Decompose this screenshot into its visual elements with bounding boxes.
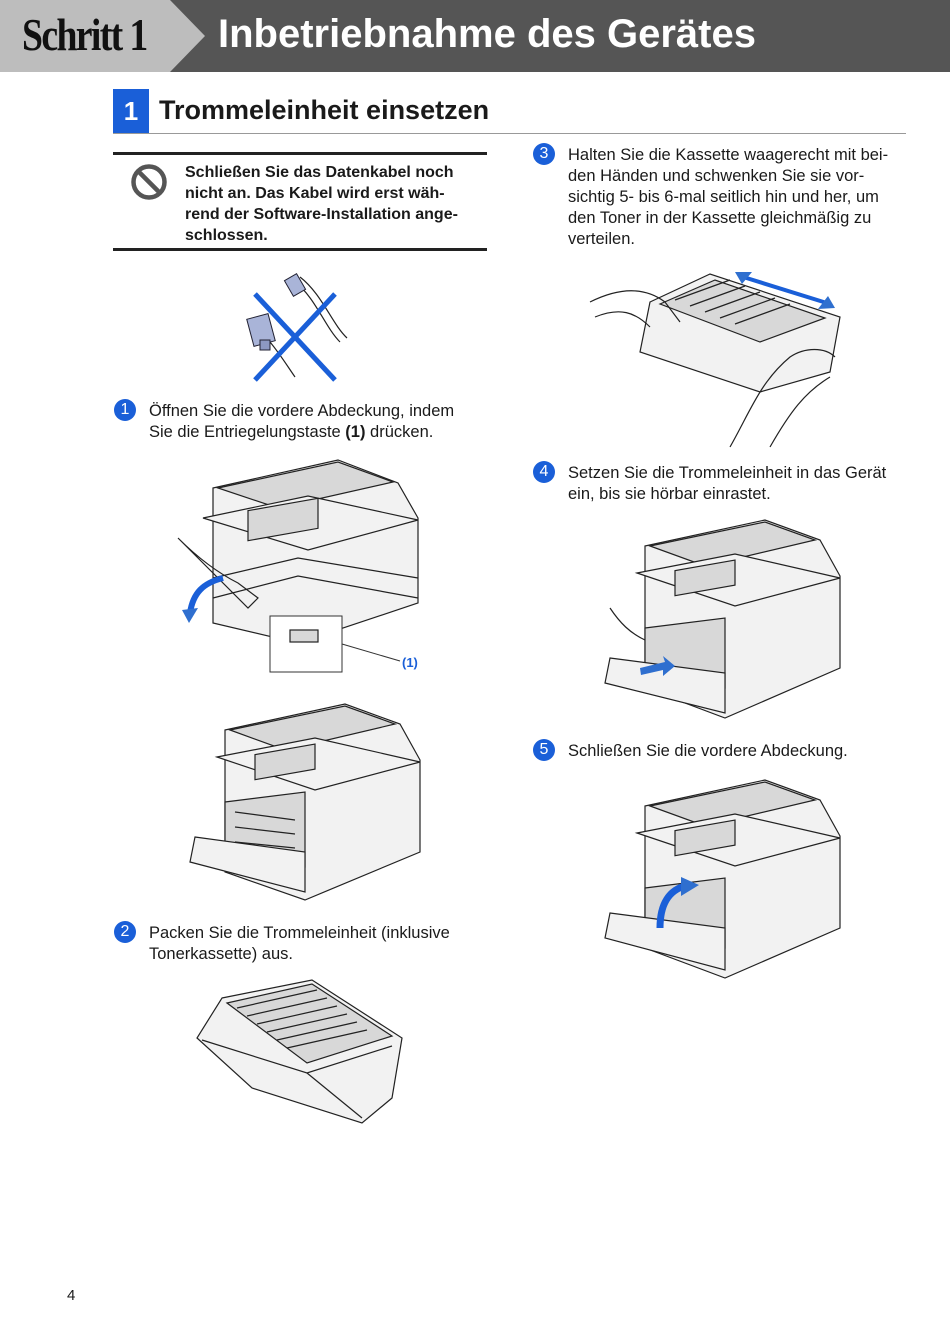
- page-title: Inbetriebnahme des Gerätes: [218, 12, 756, 56]
- prohibited-icon: [131, 164, 167, 200]
- page-number: 4: [67, 1287, 76, 1304]
- step-5-line: Schließen Sie die vordere Abdeckung.: [568, 742, 848, 760]
- step-3-text: Halten Sie die Kassette waagerecht mit b…: [568, 145, 888, 250]
- step-bullet-4: 4: [533, 461, 555, 483]
- step-3-line: verteilen.: [568, 230, 635, 248]
- warning-line: nicht an. Das Kabel wird erst wäh-: [185, 185, 445, 202]
- section-number: 1: [113, 89, 149, 133]
- step-label: Schritt 1: [22, 9, 148, 60]
- step-bullet-1: 1: [114, 399, 136, 421]
- warning-line: schlossen.: [185, 227, 268, 244]
- step-4-text: Setzen Sie die Trommeleinheit in das Ger…: [568, 463, 886, 505]
- warning-line: rend der Software-Installation ange-: [185, 206, 458, 223]
- printer-open-cover-illustration: [177, 459, 419, 673]
- step-bullet-2: 2: [114, 921, 136, 943]
- close-cover-illustration: [604, 779, 841, 979]
- printer-front-open-illustration: [189, 703, 421, 901]
- step-2-line: Packen Sie die Trommeleinheit (inklusive: [149, 924, 450, 942]
- step-1-line: Öffnen Sie die vordere Abdeckung, indem: [149, 402, 455, 420]
- step-3-line: den Toner in der Kassette gleichmäßig zu: [568, 209, 872, 227]
- step-4-line: Setzen Sie die Trommeleinheit in das Ger…: [568, 464, 887, 482]
- warning-line: Schließen Sie das Datenkabel noch: [185, 164, 454, 181]
- step-5-text: Schließen Sie die vordere Abdeckung.: [568, 741, 848, 762]
- warning-bottom-rule: [113, 248, 487, 251]
- step-1-line: Sie die Entriegelungstaste (1) drücken.: [149, 423, 434, 441]
- step-1-text: Öffnen Sie die vordere Abdeckung, indem …: [149, 401, 454, 443]
- warning-top-rule: [113, 152, 487, 155]
- section-title: Trommeleinheit einsetzen: [159, 95, 490, 125]
- step-tab: [0, 0, 205, 72]
- crossed-cable-illustration: [246, 273, 348, 382]
- step-4-line: ein, bis sie hörbar einrastet.: [568, 485, 771, 503]
- step-3-line: sichtig 5- bis 6-mal seitlich hin und he…: [568, 188, 879, 206]
- shake-drum-illustration: [589, 272, 841, 448]
- callout-release-button: (1): [402, 655, 418, 670]
- section-divider: [113, 133, 906, 134]
- insert-drum-illustration: [604, 519, 841, 719]
- step-3-line: Halten Sie die Kassette waagerecht mit b…: [568, 146, 889, 164]
- warning-text: Schließen Sie das Datenkabel noch nicht …: [185, 162, 490, 246]
- step-3-line: den Händen und schwenken Sie sie vor-: [568, 167, 865, 185]
- step-bullet-5: 5: [533, 739, 555, 761]
- drum-unit-illustration: [196, 979, 403, 1124]
- step-bullet-3: 3: [533, 143, 555, 165]
- step-2-line: Tonerkassette) aus.: [149, 945, 293, 963]
- step-2-text: Packen Sie die Trommeleinheit (inklusive…: [149, 923, 450, 965]
